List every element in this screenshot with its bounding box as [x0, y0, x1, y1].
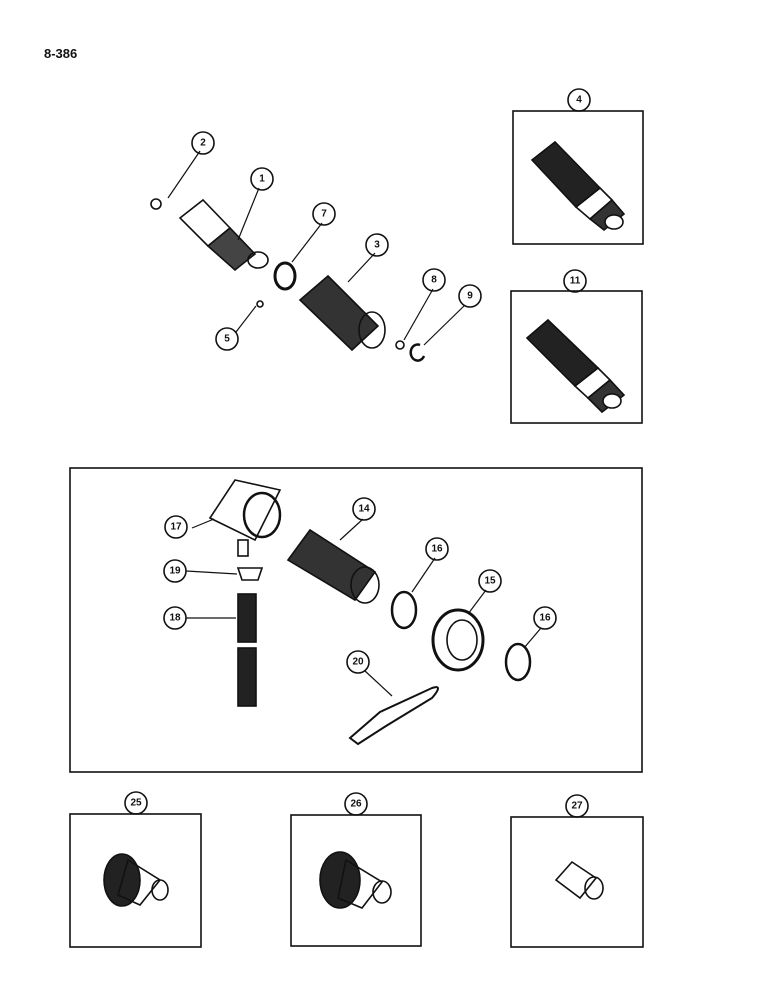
page-number: 8-386	[44, 46, 78, 61]
callout-16b: 16	[539, 613, 551, 624]
part-17-housing	[208, 479, 282, 557]
callout-7: 7	[321, 209, 327, 220]
callout-2: 2	[200, 138, 206, 149]
part-20-strap	[348, 686, 439, 746]
callout-circle-18	[163, 606, 187, 630]
callout-9: 9	[467, 291, 473, 302]
callout-15: 15	[484, 576, 496, 587]
callout-circle-25	[124, 791, 148, 815]
box-item-11	[510, 290, 643, 424]
part-15-sleeve	[431, 608, 485, 672]
part-27-plug	[554, 860, 604, 900]
part-18-tube	[237, 593, 257, 707]
box-item-27	[510, 816, 644, 948]
callout-4: 4	[576, 95, 582, 106]
callout-circle-9	[458, 284, 482, 308]
callout-circle-14	[352, 497, 376, 521]
callout-1: 1	[259, 174, 265, 185]
part-16-snap-ring-b	[504, 642, 532, 682]
callout-11: 11	[570, 276, 581, 287]
callout-circle-11	[563, 269, 587, 293]
callout-circle-17	[164, 515, 188, 539]
leader-lines	[167, 150, 542, 697]
part-25-plug	[103, 853, 169, 907]
callout-3: 3	[374, 240, 380, 251]
part-14-coupler	[286, 528, 380, 604]
callout-circle-7	[312, 202, 336, 226]
part-9-snap-ring	[409, 343, 426, 362]
part-11-coupler	[525, 318, 626, 414]
box-assembly	[69, 467, 643, 773]
callout-circle-3	[365, 233, 389, 257]
callout-circle-20	[346, 650, 370, 674]
part-1-plug	[178, 198, 269, 272]
callout-circle-27	[565, 794, 589, 818]
callout-16a: 16	[431, 544, 443, 555]
callout-circle-15	[478, 569, 502, 593]
callout-circle-19	[163, 559, 187, 583]
part-4-coupler	[530, 140, 626, 232]
part-26-plug	[319, 851, 392, 909]
part-7-seal	[273, 261, 297, 291]
callout-circle-16b	[533, 606, 557, 630]
callout-circle-4	[567, 88, 591, 112]
callout-17: 17	[170, 522, 182, 533]
callout-circle-2	[191, 131, 215, 155]
callout-circle-16a	[425, 537, 449, 561]
callout-8: 8	[431, 275, 437, 286]
part-8-ring	[395, 340, 405, 350]
callout-19: 19	[169, 566, 181, 577]
part-19-clamp	[236, 567, 264, 581]
callout-20: 20	[352, 657, 364, 668]
part-3-coupler-body	[298, 274, 386, 352]
callout-circle-26	[344, 792, 368, 816]
callout-circle-1	[250, 167, 274, 191]
callout-25: 25	[130, 798, 142, 809]
callout-27: 27	[571, 801, 583, 812]
callout-14: 14	[358, 504, 370, 515]
part-2-ring	[150, 198, 162, 210]
part-16-snap-ring-a	[390, 590, 418, 630]
callout-18: 18	[169, 613, 181, 624]
callout-5: 5	[224, 334, 230, 345]
callout-circle-8	[422, 268, 446, 292]
callout-circle-5	[215, 327, 239, 351]
callout-26: 26	[350, 799, 362, 810]
part-5-ball	[256, 300, 264, 308]
